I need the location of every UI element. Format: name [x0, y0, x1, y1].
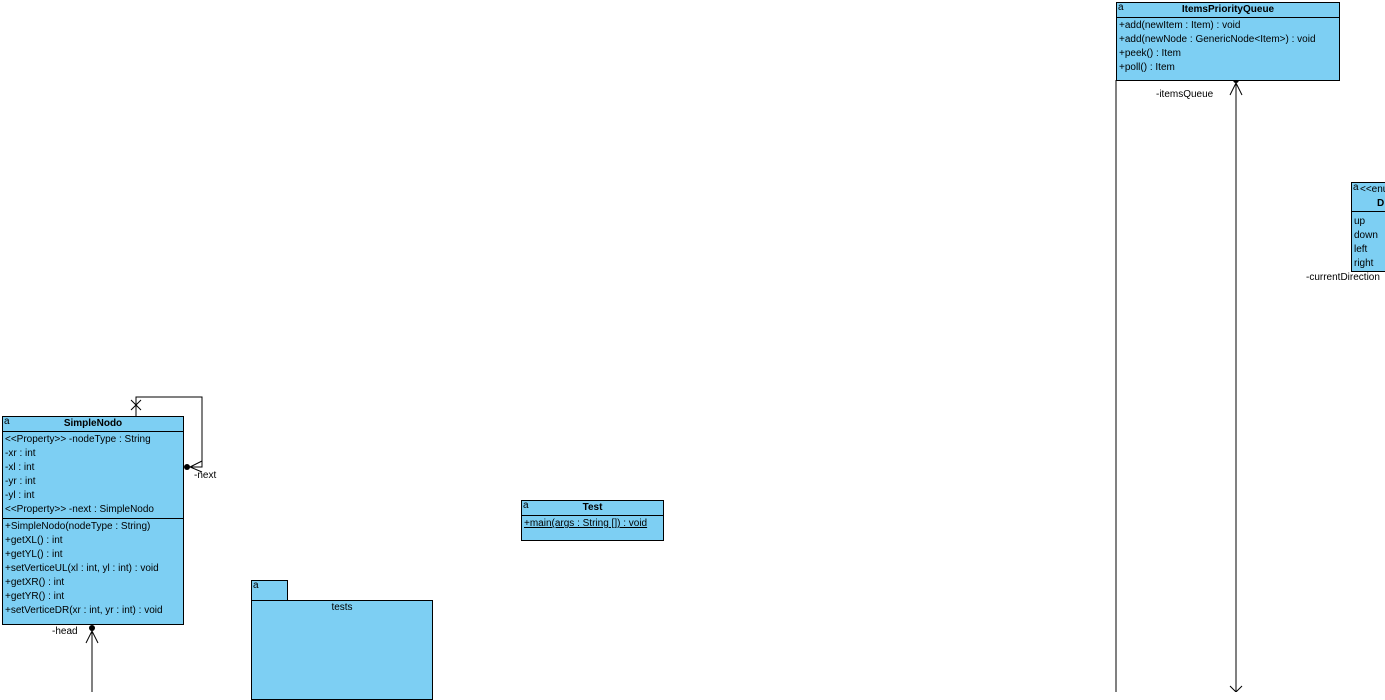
operations-section: +SimpleNodo(nodeType : String) +getXL() …	[3, 519, 183, 619]
class-test[interactable]: a Test +main(args : String []) : void	[521, 500, 664, 541]
package-name: tests	[331, 602, 353, 613]
operations-section: +add(newItem : Item) : void +add(newNode…	[1117, 18, 1339, 76]
items-queue-top-arrowhead	[1229, 81, 1243, 96]
attribute-row: -xr : int	[5, 448, 36, 459]
attribute-row: <<Property>> -next : SimpleNodo	[5, 504, 154, 515]
class-name: SimpleNodo	[63, 418, 123, 429]
class-items-priority-queue[interactable]: a ItemsPriorityQueue +add(newItem : Item…	[1116, 2, 1340, 81]
operation-row: +peek() : Item	[1119, 48, 1181, 59]
operation-row: +poll() : Item	[1119, 62, 1175, 73]
class-header: a SimpleNodo	[3, 416, 183, 432]
operation-row: +getYR() : int	[5, 591, 65, 602]
class-stereotype-icon: a	[1118, 2, 1124, 13]
class-stereotype-icon: a	[1353, 182, 1359, 193]
enum-literal: left	[1354, 244, 1368, 255]
attributes-section: <<Property>> -nodeType : String -xr : in…	[3, 432, 183, 519]
attribute-row: -yr : int	[5, 476, 36, 487]
class-stereotype-icon: a	[4, 416, 10, 427]
operation-row: +setVerticeUL(xl : int, yl : int) : void	[5, 563, 159, 574]
operations-section: +main(args : String []) : void	[522, 516, 663, 532]
head-ownership-dot	[89, 625, 95, 631]
class-simple-nodo[interactable]: a SimpleNodo <<Property>> -nodeType : St…	[2, 416, 184, 625]
items-queue-bottom-arrowhead	[1229, 685, 1243, 692]
operation-row: +main(args : String []) : void	[524, 518, 648, 529]
operation-row: +add(newItem : Item) : void	[1119, 20, 1241, 31]
class-stereotype-icon: a	[523, 500, 529, 511]
operation-row: +SimpleNodo(nodeType : String)	[5, 521, 151, 532]
enum-stereotype: <<enu	[1360, 184, 1385, 195]
operation-row: +setVerticeDR(xr : int, yr : int) : void	[5, 605, 163, 616]
enum-name: D	[1377, 198, 1385, 209]
attribute-row: -xl : int	[5, 462, 35, 473]
enum-literal: down	[1354, 230, 1378, 241]
enum-header: a <<enu D	[1352, 182, 1385, 212]
package-tests[interactable]: tests	[251, 600, 433, 700]
enum-literals-section: up down left right	[1352, 212, 1385, 271]
class-name: ItemsPriorityQueue	[1181, 4, 1275, 15]
package-tab[interactable]: a	[251, 580, 288, 601]
next-role-label: -next	[194, 470, 217, 481]
next-ownership-dot	[184, 464, 190, 470]
operation-row: +getYL() : int	[5, 549, 63, 560]
attribute-row: <<Property>> -nodeType : String	[5, 434, 151, 445]
next-self-association	[135, 396, 203, 468]
operation-row: +add(newNode : GenericNode<Item>) : void	[1119, 34, 1316, 45]
head-role-label: -head	[52, 626, 78, 637]
class-name: Test	[582, 502, 603, 513]
enum-literal: up	[1354, 216, 1366, 227]
operation-row: +getXL() : int	[5, 535, 63, 546]
current-direction-role-label: -currentDirection	[1306, 272, 1380, 283]
package-stereotype-icon: a	[253, 580, 259, 591]
enum-literal: right	[1354, 258, 1374, 269]
class-header: a Test	[522, 500, 663, 516]
items-queue-role-label: -itemsQueue	[1156, 89, 1214, 100]
operation-row: +getXR() : int	[5, 577, 65, 588]
attribute-row: -yl : int	[5, 490, 35, 501]
class-header: a ItemsPriorityQueue	[1117, 2, 1339, 18]
enum-direction[interactable]: a <<enu D up down left right	[1351, 182, 1385, 272]
head-arrowhead	[85, 629, 99, 644]
